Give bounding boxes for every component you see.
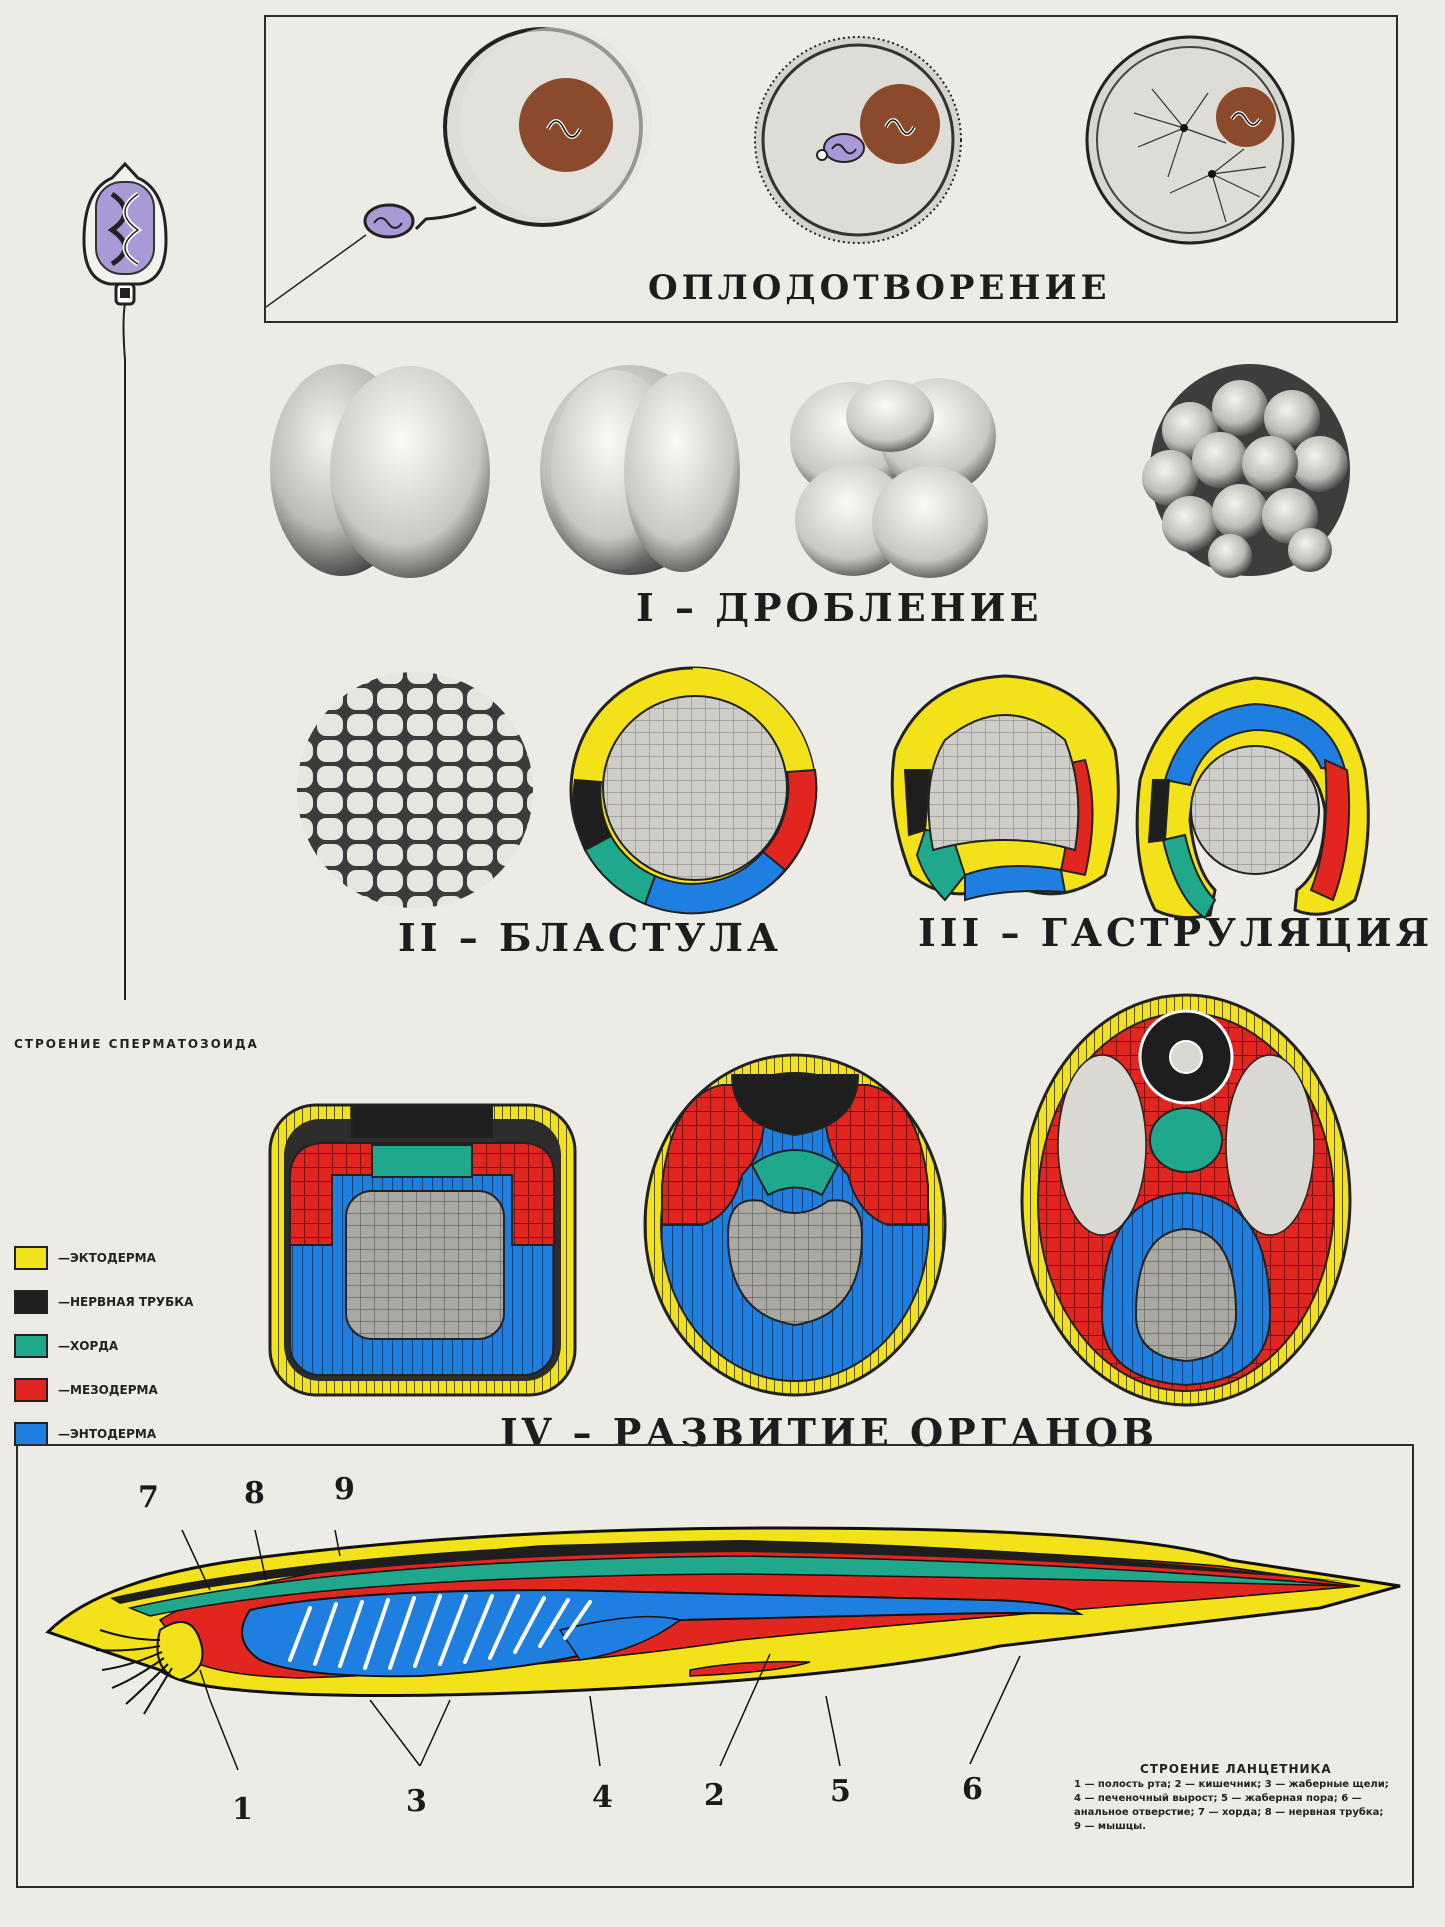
legend-swatch-chord [14,1334,48,1358]
organ-development-title: IV – РАЗВИТИЕ ОРГАНОВ [500,1410,1159,1455]
lancelet-panel [16,1444,1414,1888]
legend-label-chord: —ХОРДА [58,1339,119,1353]
legend-swatch-mesoderm [14,1378,48,1402]
blastula-gastrula-diagram [297,666,1370,920]
lancelet-number-9: 9 [334,1472,355,1507]
gastrulation-title: III – ГАСТРУЛЯЦИЯ [918,910,1434,955]
legend-label-mesoderm: —МЕЗОДЕРМА [58,1383,158,1397]
lancelet-number-2: 2 [704,1778,725,1813]
lancelet-structure-title: СТРОЕНИЕ ЛАНЦЕТНИКА [1140,1762,1332,1776]
legend-label-neural-tube: —НЕРВНАЯ ТРУБКА [58,1295,194,1309]
legend-label-endoderm: —ЭНТОДЕРМА [58,1427,157,1441]
lancelet-diagram [45,1526,1401,1715]
lancelet-number-6: 6 [962,1772,983,1807]
legend-item-ectoderm: —ЭКТОДЕРМА [14,1245,156,1271]
blastula-title: II – БЛАСТУЛА [398,915,782,960]
lancelet-leaders-lower [209,1653,1021,1771]
legend-swatch-neural-tube [14,1290,48,1314]
lancelet-number-5: 5 [830,1774,851,1809]
sperm-structure-caption: СТРОЕНИЕ СПЕРМАТОЗОИДА [14,1037,259,1051]
fertilization-panel [264,15,1398,323]
legend-item-mesoderm: —МЕЗОДЕРМА [14,1377,158,1403]
organ-development-diagram [268,993,1352,1407]
legend-item-endoderm: —ЭНТОДЕРМА [14,1421,156,1447]
legend-item-chord: —ХОРДА [14,1333,118,1359]
lancelet-number-1: 1 [232,1792,253,1827]
legend-swatch-endoderm [14,1422,48,1446]
fertilization-title: ОПЛОДОТВОРЕНИЕ [648,268,1111,308]
lancelet-number-4: 4 [592,1780,613,1815]
lancelet-structure-description: 1 — полость рта; 2 — кишечник; 3 — жабер… [1074,1779,1389,1832]
lancelet-number-7: 7 [138,1480,159,1515]
legend-item-neural-tube: —НЕРВНАЯ ТРУБКА [14,1289,193,1315]
sperm-illustration [82,161,168,1000]
cleavage-diagram [270,364,1350,578]
cleavage-title: I – ДРОБЛЕНИЕ [636,585,1043,630]
lancelet-number-8: 8 [244,1476,265,1511]
fertilization-diagram [266,27,1295,308]
lancelet-number-3: 3 [406,1784,427,1819]
legend-label-ectoderm: —ЭКТОДЕРМА [58,1251,156,1265]
legend-swatch-ectoderm [14,1246,48,1270]
